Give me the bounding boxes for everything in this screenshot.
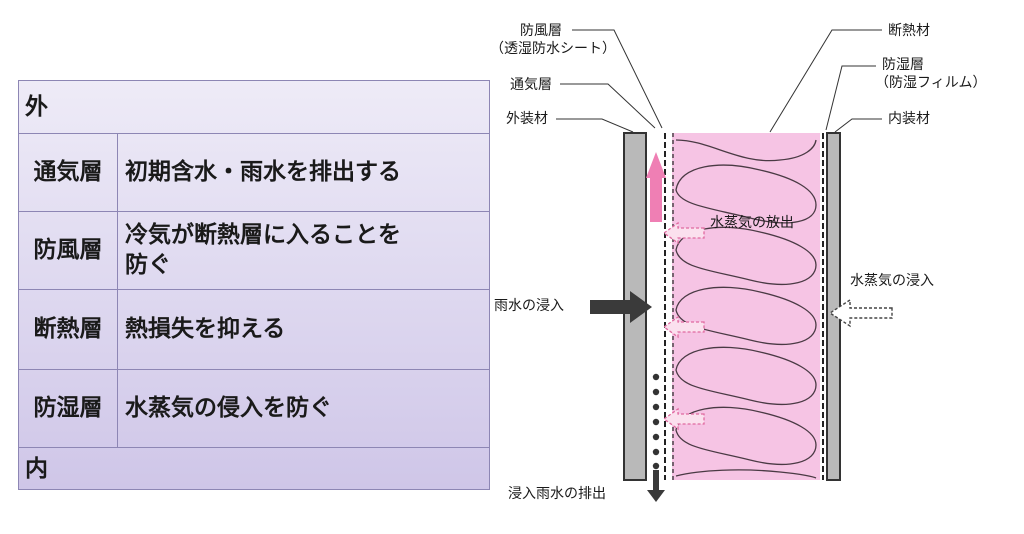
table-row-exterior: 外 <box>19 81 489 134</box>
exterior-material-label: 外装材 <box>506 111 548 127</box>
vapor-intrusion-arrow <box>828 298 893 328</box>
layer-description: 熱損失を抑える <box>125 316 286 342</box>
interior-label: 内 <box>25 456 48 482</box>
windbreak-sub-label: （透湿防水シート） <box>490 41 616 57</box>
ventilation-label: 通気層 <box>510 77 552 93</box>
leader-lines <box>556 29 882 133</box>
interior-material-label: 内装材 <box>888 111 930 127</box>
insulation-pattern <box>675 139 817 479</box>
table-row: 通気層 初期含水・雨水を排出する <box>19 133 489 212</box>
windbreak-label: 防風層 <box>520 23 562 39</box>
vapor-barrier-sub-label: （防湿フィルム） <box>875 75 987 91</box>
airflow-arrow-shaft <box>650 176 662 222</box>
layer-function-table: 外 通気層 初期含水・雨水を排出する 防風層 冷気が断熱層に入ることを 防ぐ 断… <box>18 80 490 490</box>
layer-name: 断熱層 <box>19 289 118 369</box>
rain-intrusion-label: 雨水の浸入 <box>494 298 564 314</box>
layer-description: 初期含水・雨水を排出する <box>125 159 401 185</box>
table-row-interior: 内 <box>19 447 489 491</box>
interior-board <box>826 132 841 481</box>
table-row: 防湿層 水蒸気の侵入を防ぐ <box>19 369 489 448</box>
vapor-intrusion-label: 水蒸気の浸入 <box>850 273 934 289</box>
layer-description: 冷気が断熱層に入ることを 防ぐ <box>125 222 401 278</box>
insulation-layer <box>672 133 820 480</box>
rain-drainage-label: 浸入雨水の排出 <box>508 486 606 502</box>
layer-name: 防湿層 <box>19 369 118 447</box>
rain-intrusion-arrow <box>590 291 652 323</box>
insulation-label: 断熱材 <box>888 23 930 39</box>
wall-section-drawing <box>556 29 893 502</box>
rain-drops <box>652 373 660 470</box>
vapor-barrier-label: 防湿層 <box>882 57 924 73</box>
drainage-arrow <box>647 470 665 502</box>
layer-name: 通気層 <box>19 133 118 211</box>
vapor-release-arrows <box>662 221 705 431</box>
layer-name: 防風層 <box>19 211 118 289</box>
vapor-release-label: 水蒸気の放出 <box>710 215 794 231</box>
layer-description: 水蒸気の侵入を防ぐ <box>125 395 332 421</box>
table-row: 防風層 冷気が断熱層に入ることを 防ぐ <box>19 211 489 290</box>
exterior-label: 外 <box>25 94 48 120</box>
wall-section-diagram: 防風層 （透湿防水シート） 通気層 外装材 断熱材 防湿層 （防湿フィルム） 内… <box>490 0 1024 534</box>
table-row: 断熱層 熱損失を抑える <box>19 289 489 370</box>
